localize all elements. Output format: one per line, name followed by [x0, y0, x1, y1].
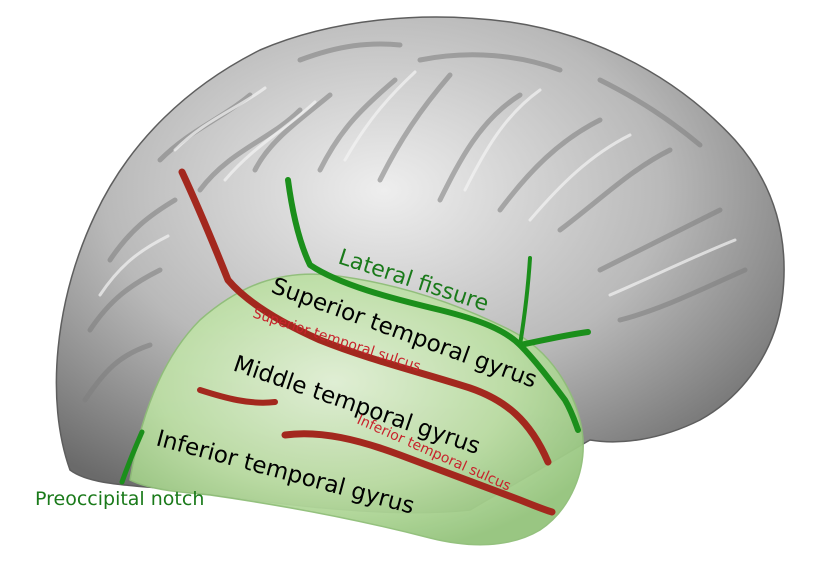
- temporal-lobe: [129, 273, 584, 546]
- lateral-fissure-line: [285, 177, 581, 433]
- inferior-temporal-sulcus-line: [281, 430, 556, 516]
- inferior-temporal-sulcus-segment: [197, 387, 278, 406]
- superior-temporal-sulcus-line: [178, 168, 552, 466]
- preoccipital-notch-marker: [119, 429, 145, 485]
- gyral-folds: [82, 41, 748, 403]
- lateral-fissure-branch: [517, 329, 591, 348]
- lateral-fissure-branch-up: [518, 256, 532, 347]
- gyral-highlights: [98, 70, 737, 297]
- label-preoccipital-notch: Preoccipital notch: [35, 488, 204, 510]
